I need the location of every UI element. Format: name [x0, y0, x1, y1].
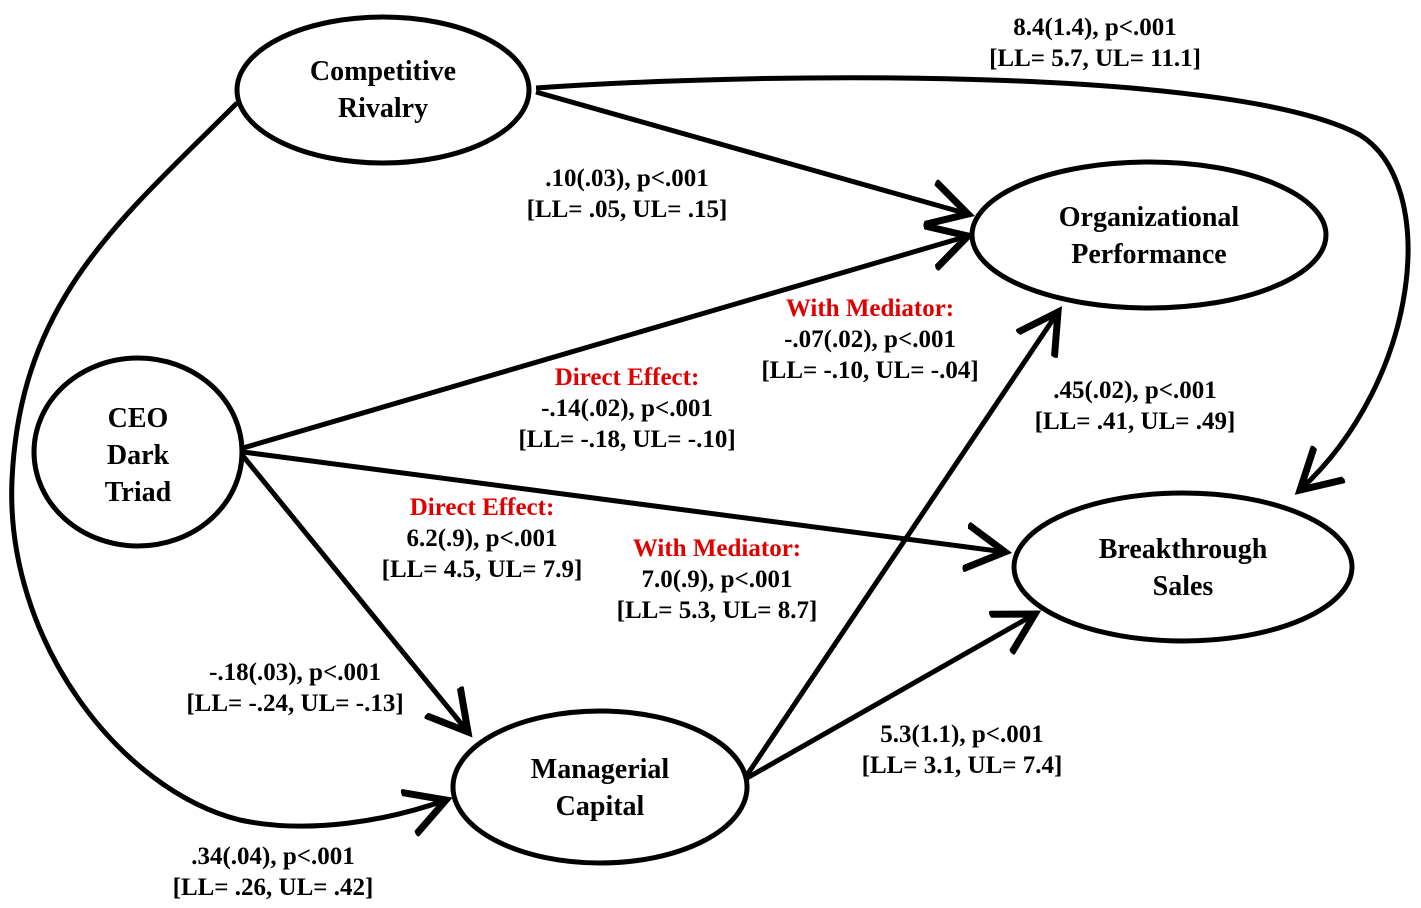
- node-competitive-rivalry: [234, 14, 532, 166]
- coef-dark-triad-to-sales-direct: Direct Effect: 6.2(.9), p<.001 [LL= 4.5,…: [352, 492, 612, 585]
- mediator-heading: With Mediator:: [632, 535, 802, 562]
- label-ceo-dark-triad: CEO Dark Triad: [104, 403, 172, 508]
- arrow-capital-to-performance: [744, 312, 1058, 777]
- coef-rivalry-to-capital: .34(.04), p<.001 [LL= .26, UL= .42]: [172, 843, 374, 901]
- coef-dark-triad-to-performance-direct: Direct Effect: -.14(.02), p<.001 [LL= -.…: [487, 362, 767, 455]
- arrow-rivalry-to-capital: [9, 101, 446, 826]
- label-organizational-performance: Organizational Performance: [1058, 202, 1240, 270]
- arrow-dark-triad-to-capital: [241, 454, 468, 732]
- coef-rivalry-to-performance: .10(.03), p<.001 [LL= .05, UL= .15]: [526, 165, 728, 223]
- coef-dark-triad-to-sales-mediator: With Mediator: 7.0(.9), p<.001 [LL= 5.3,…: [592, 533, 842, 626]
- label-managerial-capital: Managerial Capital: [530, 754, 670, 822]
- coef-rivalry-to-sales: 8.4(1.4), p<.001 [LL= 5.7, UL= 11.1]: [989, 14, 1201, 72]
- node-managerial-capital: [450, 708, 750, 866]
- arrow-rivalry-to-performance: [535, 89, 968, 214]
- arrow-dark-triad-to-sales: [242, 449, 1005, 552]
- coef-dark-triad-to-capital: -.18(.03), p<.001 [LL= -.24, UL= -.13]: [186, 659, 404, 717]
- label-competitive-rivalry: Competitive Rivalry: [309, 56, 457, 124]
- node-breakthrough-sales: [1011, 490, 1355, 644]
- coef-capital-to-sales: 5.3(1.1), p<.001 [LL= 3.1, UL= 7.4]: [861, 721, 1063, 779]
- direct-effect-heading: Direct Effect:: [409, 494, 555, 521]
- arrow-capital-to-sales: [745, 614, 1035, 781]
- arrow-dark-triad-to-performance: [242, 236, 968, 451]
- coef-dark-triad-to-performance-mediator: With Mediator: -.07(.02), p<.001 [LL= -.…: [735, 293, 1005, 386]
- label-breakthrough-sales: Breakthrough Sales: [1098, 534, 1268, 602]
- node-ceo-dark-triad: [31, 355, 245, 549]
- mediator-heading: With Mediator:: [785, 295, 955, 322]
- direct-effect-heading: Direct Effect:: [554, 364, 700, 391]
- arrow-rivalry-to-sales: [535, 75, 1411, 490]
- coef-capital-to-performance: .45(.02), p<.001 [LL= .41, UL= .49]: [1034, 377, 1236, 435]
